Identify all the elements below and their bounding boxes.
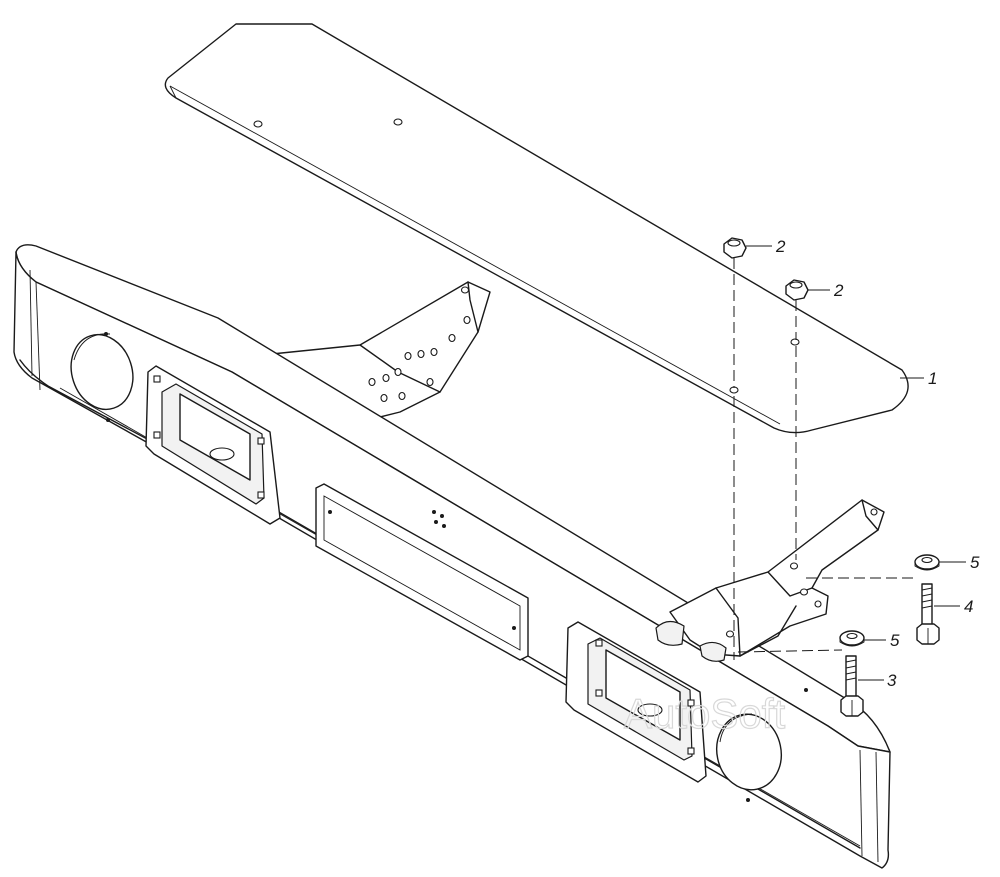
watermark-text: AutoSoft bbox=[624, 690, 785, 737]
bolt-part-4 bbox=[916, 583, 940, 645]
assembly-lines bbox=[733, 258, 916, 660]
nut-part-2-lower bbox=[785, 279, 809, 301]
leader-lines bbox=[746, 245, 966, 681]
callout-2-lower: 2 bbox=[833, 281, 844, 300]
right-bracket bbox=[655, 499, 885, 662]
plate-part-1 bbox=[164, 23, 909, 434]
callout-4: 4 bbox=[964, 597, 973, 616]
bolt-part-3 bbox=[840, 655, 864, 717]
callout-labels: 1 2 2 3 4 5 5 bbox=[775, 237, 980, 690]
nut-part-2-upper bbox=[723, 237, 747, 259]
callout-2-upper: 2 bbox=[775, 237, 786, 256]
washer-part-5-upper bbox=[914, 554, 940, 571]
callout-5-upper: 5 bbox=[970, 553, 980, 572]
callout-1: 1 bbox=[928, 369, 937, 388]
washer-part-5-lower bbox=[839, 630, 865, 647]
callout-5-lower: 5 bbox=[890, 631, 900, 650]
callout-3: 3 bbox=[887, 671, 897, 690]
